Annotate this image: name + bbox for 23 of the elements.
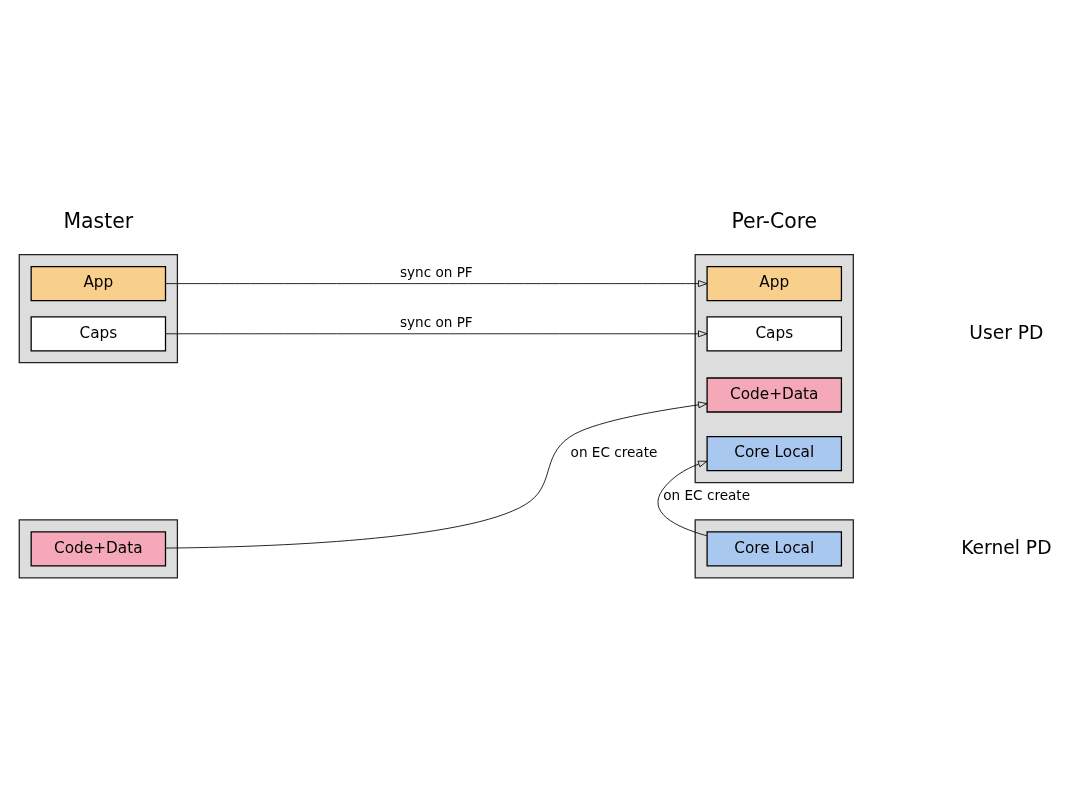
edge-label: sync on PF: [399, 313, 473, 330]
label: Master: [63, 208, 134, 233]
arrow: [165, 401, 708, 549]
arrow: [165, 330, 708, 338]
node-box: App: [30, 266, 167, 302]
label: User PD: [969, 321, 1044, 343]
cluster: [18, 254, 179, 364]
arrow: [165, 280, 708, 288]
edge-label: on EC create: [663, 487, 751, 504]
label: Per-Core: [731, 208, 818, 233]
node-box: Code+Data: [30, 531, 167, 567]
label: Kernel PD: [961, 536, 1052, 558]
node-box: Core Local: [706, 531, 843, 567]
edge-label: on EC create: [570, 443, 658, 460]
node-box: Caps: [706, 316, 843, 352]
cluster: [694, 519, 854, 579]
node-box: App: [706, 266, 843, 302]
node-box: Code+Data: [706, 377, 843, 413]
edge-label: sync on PF: [399, 263, 473, 280]
arrow: [657, 460, 708, 537]
node-box: Caps: [30, 316, 167, 352]
cluster: [18, 519, 179, 579]
node-box: Core Local: [706, 436, 843, 472]
